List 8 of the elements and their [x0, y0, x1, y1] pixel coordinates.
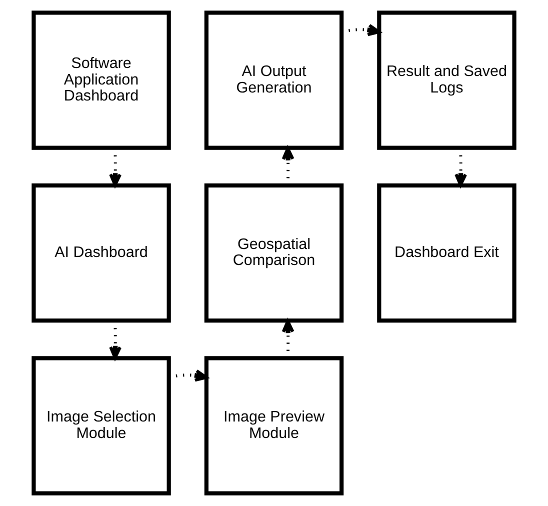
node-box: Image Preview Module	[204, 356, 344, 496]
node-box: Result and Saved Logs	[377, 10, 516, 150]
node-box: Image Selection Module	[32, 356, 171, 496]
node-box: AI Dashboard	[32, 183, 171, 323]
node-box: Geospatial Comparison	[204, 183, 344, 323]
node-box: AI Output Generation	[204, 10, 344, 150]
node-box: Software Application Dashboard	[32, 10, 171, 150]
node-box: Dashboard Exit	[377, 183, 516, 323]
